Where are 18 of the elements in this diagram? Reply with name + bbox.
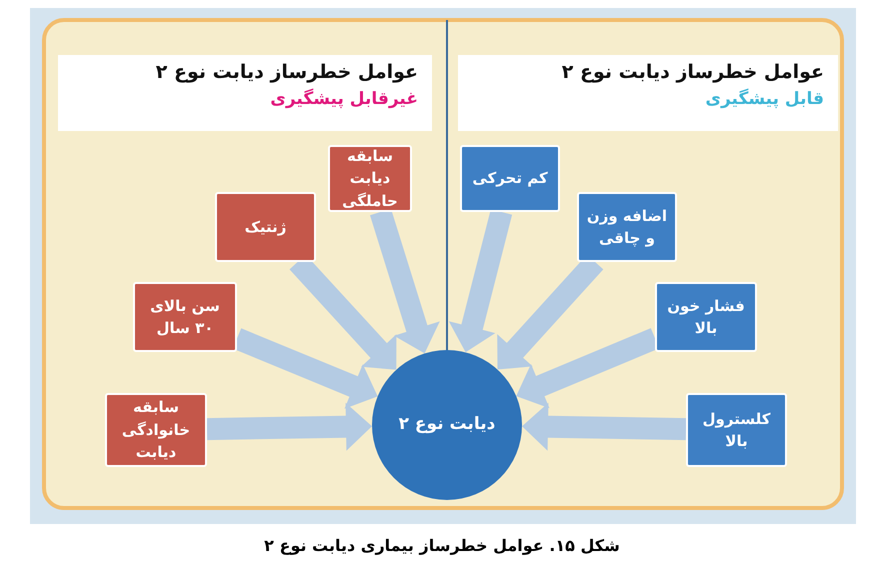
factor-box: فشار خون بالا <box>655 282 757 352</box>
caption: شکل ۱۵. عوامل خطرساز بیماری دیابت نوع ۲ <box>264 536 620 555</box>
arrow <box>522 402 686 451</box>
header-subtitle: قابل پیشگیری <box>704 89 824 109</box>
factor-box: ژنتیک <box>215 192 316 262</box>
factor-box: سابقه دیابت حاملگی <box>328 145 412 212</box>
arrow <box>448 209 512 352</box>
header-box <box>458 55 838 131</box>
header-title: عوامل خطرساز دیابت نوع ۲ <box>154 61 418 83</box>
factor-box: کلسترول بالا <box>686 393 787 467</box>
factor-box: کم تحرکی <box>460 145 560 212</box>
factor-box: سن بالای ۳۰ سال <box>133 282 237 352</box>
arrow <box>206 402 372 451</box>
factor-box: سابقه خانوادگی دیابت <box>105 393 207 467</box>
header-box <box>58 55 432 131</box>
factor-box: اضافه وزن و چاقی <box>577 192 677 262</box>
header-title: عوامل خطرساز دیابت نوع ۲ <box>560 61 824 83</box>
header-subtitle: غیرقابل پیشگیری <box>269 89 418 109</box>
